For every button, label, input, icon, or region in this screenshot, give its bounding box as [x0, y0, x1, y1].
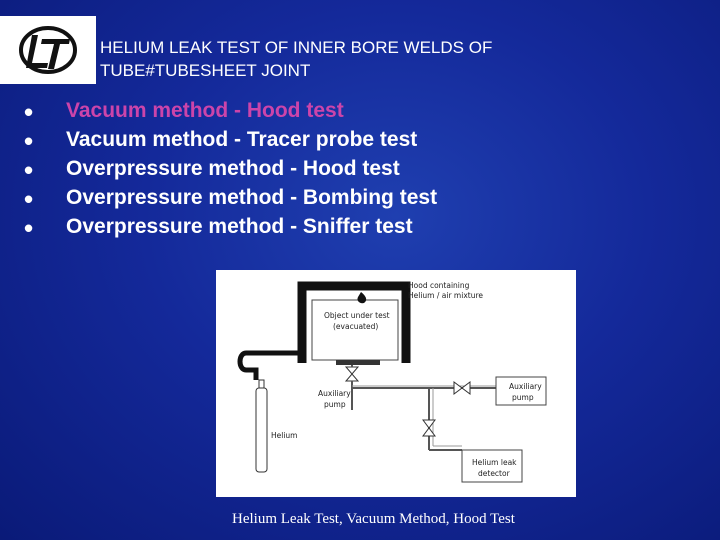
bullet-item-vacuum-tracer: • Vacuum method - Tracer probe test	[18, 125, 437, 154]
hood-enclosure	[297, 281, 411, 363]
page-title: HELIUM LEAK TEST OF INNER BORE WELDS OF …	[100, 36, 620, 82]
bullet-dot-icon: •	[24, 213, 34, 243]
aux-pump-right-label-line2: pump	[512, 393, 534, 402]
bullet-item-overpressure-hood: • Overpressure method - Hood test	[18, 154, 437, 183]
bullet-text: Vacuum method - Hood test	[66, 99, 344, 122]
lt-logo-icon	[19, 26, 77, 74]
hood-label-line2: Helium / air mixture	[408, 291, 483, 300]
valve-right	[453, 381, 471, 395]
bullet-item-overpressure-sniffer: • Overpressure method - Sniffer test	[18, 212, 437, 241]
helium-leak-detector	[461, 449, 523, 483]
aux-pump-left-label-line1: Auxiliary	[318, 389, 351, 398]
object-stand	[336, 360, 380, 365]
helium-label: Helium	[271, 431, 297, 440]
object-under-test	[311, 299, 399, 361]
bullet-dot-icon: •	[24, 97, 34, 127]
bullet-dot-icon: •	[24, 155, 34, 185]
helium-hose	[237, 350, 302, 380]
company-logo	[0, 16, 96, 84]
detector-label-line2: detector	[478, 469, 511, 478]
helium-bottle	[255, 387, 268, 473]
hood-label-line1: Hood containing	[408, 281, 470, 290]
object-label-line1: Object under test	[324, 311, 390, 320]
bullet-item-overpressure-bombing: • Overpressure method - Bombing test	[18, 183, 437, 212]
title-line-2: TUBE#TUBESHEET JOINT	[100, 61, 311, 80]
aux-pump-right	[495, 376, 547, 406]
bullet-text: Vacuum method - Tracer probe test	[66, 128, 418, 151]
aux-pump-left-label-line2: pump	[324, 400, 346, 409]
aux-pump-right-label-line1: Auxiliary	[509, 382, 542, 391]
valve-top	[344, 366, 360, 382]
bullet-dot-icon: •	[24, 184, 34, 214]
title-line-1: HELIUM LEAK TEST OF INNER BORE WELDS OF	[100, 38, 493, 57]
bullet-item-vacuum-hood: • Vacuum method - Hood test	[18, 96, 437, 125]
figure-caption: Helium Leak Test, Vacuum Method, Hood Te…	[232, 511, 515, 527]
bullet-dot-icon: •	[24, 126, 34, 156]
bullet-list: • Vacuum method - Hood test • Vacuum met…	[18, 96, 437, 241]
bullet-text: Overpressure method - Sniffer test	[66, 215, 413, 238]
valve-down	[422, 419, 436, 437]
helium-leak-diagram: Hood containing Helium / air mixture Obj…	[216, 270, 576, 497]
leak-drop-icon	[357, 292, 367, 304]
bullet-text: Overpressure method - Hood test	[66, 157, 400, 180]
object-label-line2: (evacuated)	[333, 322, 378, 331]
detector-label-line1: Helium leak	[472, 458, 517, 467]
bullet-text: Overpressure method - Bombing test	[66, 186, 438, 209]
